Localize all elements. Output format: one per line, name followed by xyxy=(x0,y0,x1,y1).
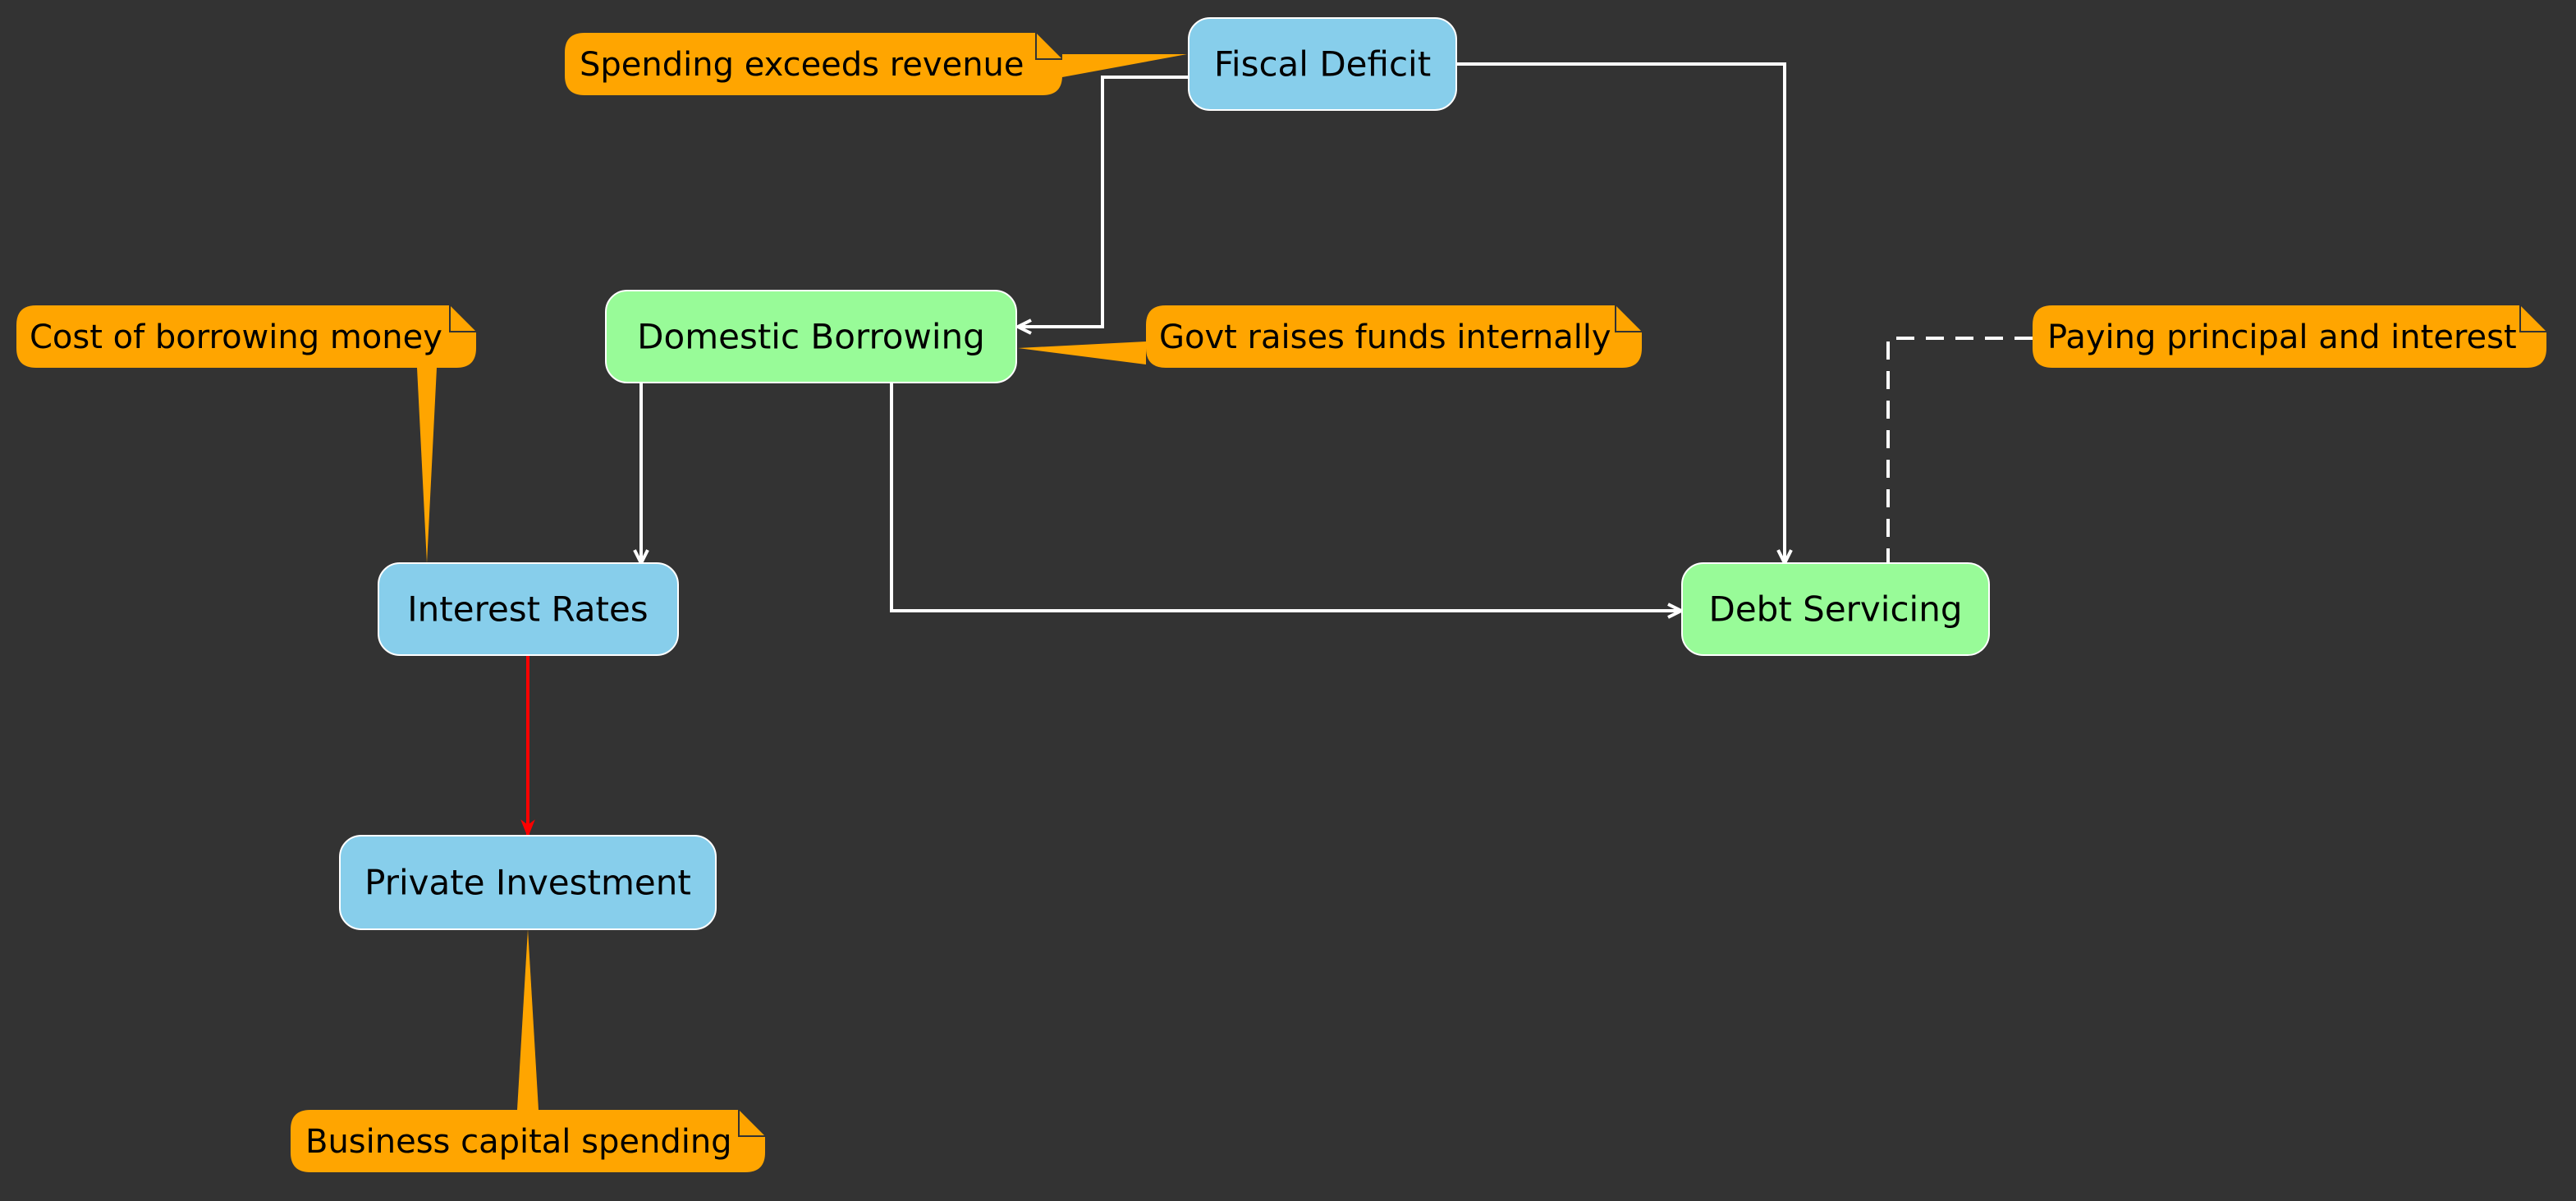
note-pointer-spending-exceeds xyxy=(1062,54,1187,77)
nodes: Fiscal Deficit Domestic Borrowing Intere… xyxy=(339,17,1990,930)
note-connectors xyxy=(417,54,2033,1110)
note-cost-of-borrowing-text: Cost of borrowing money xyxy=(30,319,442,356)
edges xyxy=(520,62,1785,838)
note-spending-exceeds-revenue: Spending exceeds revenue xyxy=(565,33,1062,95)
note-business-capital: Business capital spending xyxy=(291,1110,765,1172)
note-pointer-business-capital xyxy=(517,929,539,1110)
note-business-capital-text: Business capital spending xyxy=(305,1123,732,1161)
node-domestic-borrowing-label: Domestic Borrowing xyxy=(637,317,985,357)
node-interest-rates-label: Interest Rates xyxy=(407,589,648,630)
note-paying-principal-text: Paying principal and interest xyxy=(2047,319,2517,356)
notes: Spending exceeds revenue Govt raises fun… xyxy=(16,33,2546,1172)
node-private-investment-label: Private Investment xyxy=(364,863,691,903)
note-spending-exceeds-revenue-text: Spending exceeds revenue xyxy=(580,46,1024,84)
note-govt-raises-funds: Govt raises funds internally xyxy=(1146,305,1642,368)
note-govt-raises-funds-text: Govt raises funds internally xyxy=(1159,319,1611,356)
node-debt-servicing-label: Debt Servicing xyxy=(1709,589,1963,630)
note-paying-principal: Paying principal and interest xyxy=(2033,305,2546,368)
edge-fiscal-deficit-to-domestic-borrowing xyxy=(1018,76,1189,327)
note-cost-of-borrowing: Cost of borrowing money xyxy=(16,305,476,368)
node-fiscal-deficit-label: Fiscal Deficit xyxy=(1214,44,1431,85)
node-interest-rates[interactable]: Interest Rates xyxy=(378,562,679,656)
note-pointer-govt-raises xyxy=(1018,342,1146,364)
note-connector-paying-principal xyxy=(1886,337,2033,563)
node-private-investment[interactable]: Private Investment xyxy=(339,835,717,930)
node-domestic-borrowing[interactable]: Domestic Borrowing xyxy=(605,290,1017,383)
note-pointer-cost-borrowing xyxy=(417,368,437,563)
node-fiscal-deficit[interactable]: Fiscal Deficit xyxy=(1188,17,1457,111)
edge-domestic-borrowing-to-debt-servicing xyxy=(890,383,1681,611)
node-debt-servicing[interactable]: Debt Servicing xyxy=(1681,562,1990,656)
edge-fiscal-deficit-to-debt-servicing xyxy=(1456,62,1785,563)
